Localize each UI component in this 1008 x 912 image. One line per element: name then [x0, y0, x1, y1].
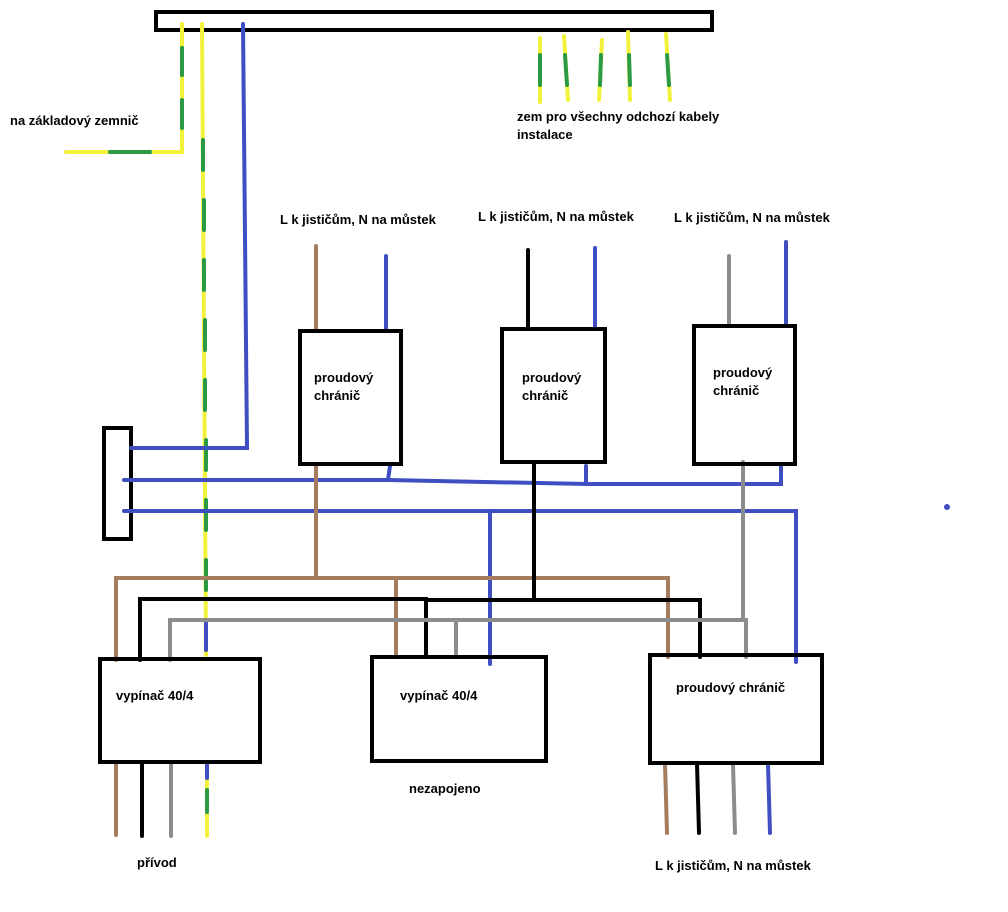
switch-1-box: vypínač 40/4 [98, 657, 262, 764]
rcd-main-output-label: L k jističům, N na můstek [655, 858, 811, 873]
switch-1-label: vypínač 40/4 [116, 688, 194, 703]
stray-dot [944, 504, 950, 510]
ground-outgoing-label: zem pro všechny odchozí kabely instalace [517, 109, 720, 142]
rcd-main-box: proudový chránič [648, 653, 824, 765]
phase-brown-wires [114, 244, 670, 837]
pe-wires [64, 22, 672, 838]
rcd-1-box: proudový chránič [298, 329, 403, 466]
rcd-2-label: proudový chránič [522, 370, 582, 403]
pe-busbar [154, 10, 714, 32]
rcd-3-output-label: L k jističům, N na můstek [674, 210, 830, 225]
phase-gray-wires [168, 254, 748, 838]
ground-to-foundation-label: na základový zemnič [10, 113, 139, 128]
phase-black-wires [138, 248, 702, 838]
switch-2-label: vypínač 40/4 [400, 688, 478, 703]
rcd-3-box: proudový chránič [692, 324, 797, 466]
rcd-2-box: proudový chránič [500, 327, 607, 464]
neutral-wires [122, 22, 798, 835]
rcd-1-label: proudový chránič [314, 370, 374, 403]
n-busbar [102, 426, 133, 541]
not-connected-label: nezapojeno [409, 781, 481, 796]
rcd-1-output-label: L k jističům, N na můstek [280, 212, 436, 227]
rcd-main-label: proudový chránič [676, 680, 786, 695]
supply-label: přívod [137, 855, 177, 870]
rcd-3-label: proudový chránič [713, 365, 773, 398]
rcd-2-output-label: L k jističům, N na můstek [478, 209, 634, 224]
switch-2-box: vypínač 40/4 [370, 655, 548, 763]
